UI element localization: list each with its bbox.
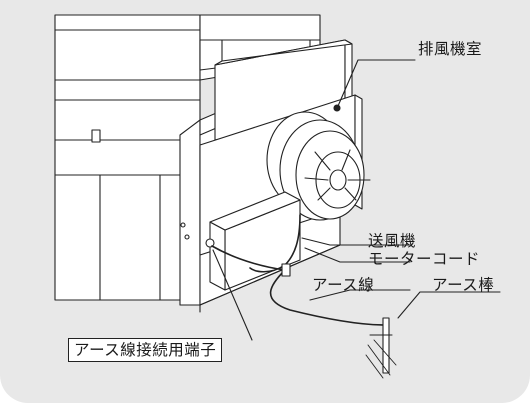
label-earth-wire: アース線	[312, 276, 375, 294]
label-motor-cord: モーターコード	[368, 250, 481, 268]
housing-left-wall	[54, 129, 201, 301]
label-earth-rod: アース棒	[432, 276, 495, 294]
housing-upper-left	[54, 14, 201, 141]
earth-wire-line	[211, 245, 386, 326]
label-exhaust-chamber: 排風機室	[418, 40, 483, 58]
wire-clamp	[281, 263, 291, 277]
label-earth-terminal: アース線接続用端子	[68, 338, 223, 362]
housing-base	[179, 244, 341, 313]
leader-lines	[212, 59, 501, 341]
earth-rod	[365, 317, 397, 379]
blower-fan	[266, 111, 371, 221]
label-blower: 送風機	[368, 232, 417, 250]
